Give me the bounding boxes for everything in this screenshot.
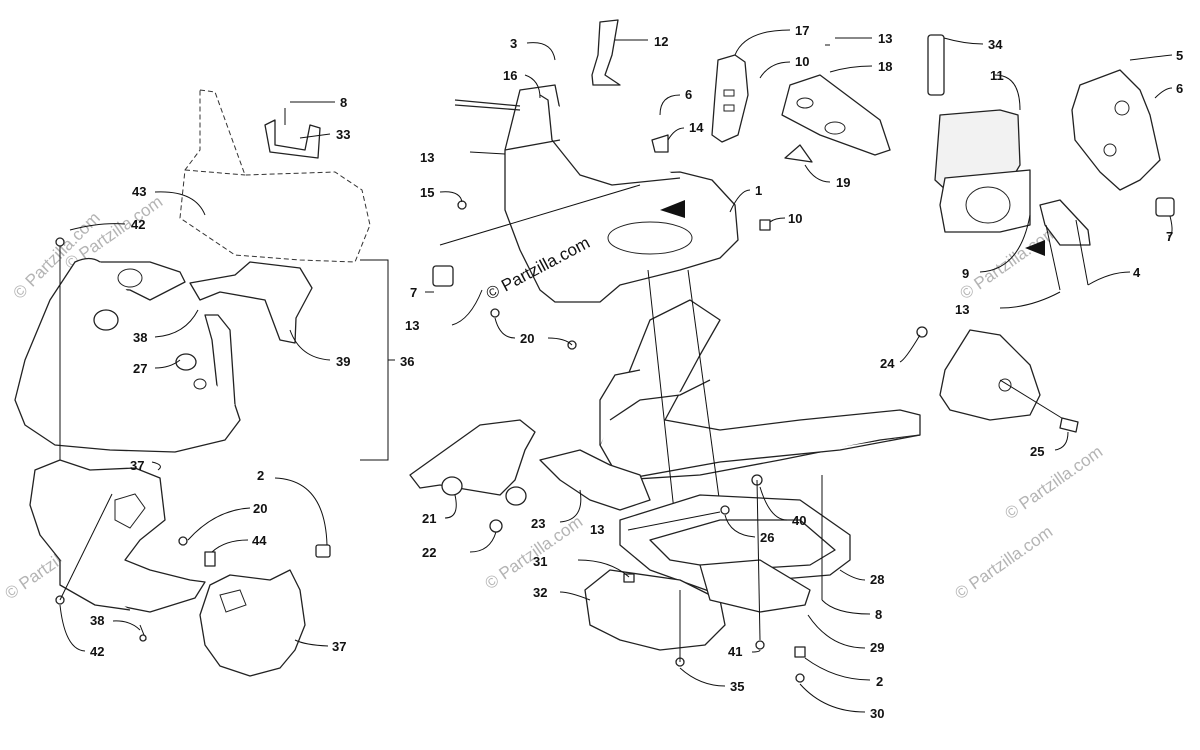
direction-arrow-right <box>1025 240 1045 256</box>
callout-11: 11 <box>990 68 1004 83</box>
callout-20: 20 <box>253 501 267 516</box>
callout-36: 36 <box>400 354 414 369</box>
right-assembly <box>927 34 1175 291</box>
strap-34 <box>927 34 945 96</box>
frame-rail <box>599 299 921 481</box>
callout-5: 5 <box>1176 48 1183 63</box>
callout-20: 20 <box>520 331 534 346</box>
watermark-bottom-right: © Partzilla.com <box>951 522 1056 603</box>
callout-7: 7 <box>410 285 417 300</box>
callout-24: 24 <box>880 356 895 371</box>
callout-32: 32 <box>533 585 547 600</box>
callout-7: 7 <box>1166 229 1173 244</box>
callout-4: 4 <box>1133 265 1141 280</box>
callout-27: 27 <box>133 361 147 376</box>
watermark-right: © Partzilla.com <box>956 222 1061 303</box>
callout-18: 18 <box>878 59 892 74</box>
hood-panel-outline <box>179 89 371 263</box>
callout-22: 22 <box>422 545 436 560</box>
callout-13: 13 <box>955 302 969 317</box>
callout-10: 10 <box>795 54 809 69</box>
callout-17: 17 <box>795 23 809 38</box>
direction-arrow <box>660 200 685 218</box>
bracket-5 <box>1071 69 1161 191</box>
callout-21: 21 <box>422 511 436 526</box>
callout-13: 13 <box>590 522 604 537</box>
callout-37: 37 <box>332 639 346 654</box>
callout-38: 38 <box>133 330 147 345</box>
mount-23 <box>539 449 651 511</box>
belly-pan <box>584 474 851 683</box>
callout-38: 38 <box>90 613 104 628</box>
callout-30: 30 <box>870 706 884 721</box>
callout-43: 43 <box>132 184 146 199</box>
callout-14: 14 <box>689 120 704 135</box>
callout-2: 2 <box>257 468 264 483</box>
frame-mount-24 <box>939 329 1041 421</box>
callout-37: 37 <box>130 458 144 473</box>
callout-35: 35 <box>730 679 744 694</box>
callout-10: 10 <box>788 211 802 226</box>
callout-2: 2 <box>876 674 883 689</box>
mount-bracket-39 <box>189 261 313 344</box>
plate-29 <box>699 559 811 613</box>
callout-16: 16 <box>503 68 517 83</box>
grommet-27 <box>93 309 119 331</box>
callout-26: 26 <box>760 530 774 545</box>
plate-18 <box>781 74 891 156</box>
callout-6: 6 <box>685 87 692 102</box>
callout-15: 15 <box>420 185 434 200</box>
nose-pan-37 <box>29 459 206 613</box>
callout-8: 8 <box>875 607 882 622</box>
callout-42: 42 <box>131 217 145 232</box>
callout-40: 40 <box>792 513 806 528</box>
callout-23: 23 <box>531 516 545 531</box>
center-frame <box>409 269 1079 533</box>
callout-33: 33 <box>336 127 350 142</box>
center-bulkhead: © Partzilla.com <box>432 19 891 350</box>
left-assembly <box>14 89 389 677</box>
mount-12 <box>591 19 621 86</box>
skid-plate-37 <box>199 569 306 677</box>
plate-32 <box>584 569 726 651</box>
callout-25: 25 <box>1030 444 1044 459</box>
callout-9: 9 <box>962 266 969 281</box>
callouts: 8 33 43 42 38 27 39 36 37 2 20 44 38 42 … <box>59 23 1183 721</box>
callout-13: 13 <box>878 31 892 46</box>
callout-13: 13 <box>405 318 419 333</box>
callout-44: 44 <box>252 533 267 548</box>
callout-3: 3 <box>510 36 517 51</box>
rubber-bumper-7a <box>432 265 454 287</box>
callout-12: 12 <box>654 34 668 49</box>
rubber-bumper-7b <box>1155 197 1175 217</box>
callout-19: 19 <box>836 175 850 190</box>
callout-6: 6 <box>1176 81 1183 96</box>
watermark-right-mid: © Partzilla.com <box>1001 442 1106 523</box>
callout-34: 34 <box>988 37 1003 52</box>
callout-13: 13 <box>420 150 434 165</box>
callout-41: 41 <box>728 644 742 659</box>
callout-1: 1 <box>755 183 762 198</box>
frame-mount-21 <box>409 419 536 496</box>
mount-17 <box>711 54 749 143</box>
callout-28: 28 <box>870 572 884 587</box>
callout-8: 8 <box>340 95 347 110</box>
bracket-33 <box>264 119 321 159</box>
callout-39: 39 <box>336 354 350 369</box>
callout-31: 31 <box>533 554 547 569</box>
callout-42: 42 <box>90 644 104 659</box>
callout-29: 29 <box>870 640 884 655</box>
